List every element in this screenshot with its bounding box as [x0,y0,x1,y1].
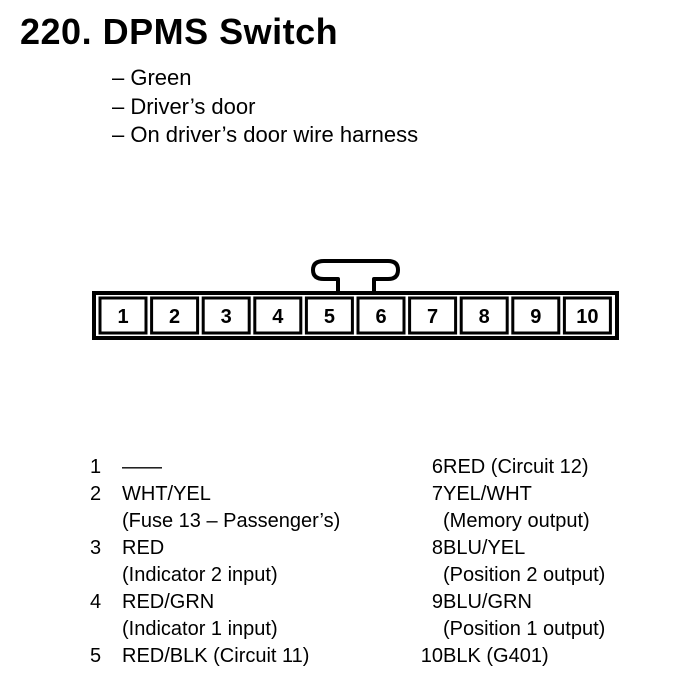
cavity-label: 1 [117,306,128,328]
connector-lock-tab [311,259,400,294]
pin-note: (Memory output) [443,510,590,532]
pin-entry-9: 9 BLU/GRN [410,589,605,616]
pin-entry-8: 8 BLU/YEL [410,535,605,562]
pin-wire: WHT/YEL [122,483,211,505]
pin-number: 5 [90,645,102,667]
cavity-2 [150,296,200,335]
pin-wire: —— [122,456,162,478]
pin-entry-3: 3 RED [90,535,340,562]
cavity-4 [253,296,303,335]
cavity-6 [356,296,406,335]
cavity-10 [562,296,612,335]
pin-number: 9 [431,591,443,613]
pin-wire: RED/BLK (Circuit 11) [122,645,310,667]
cavity-1 [98,296,148,335]
pin-list-left: 1 —— 2 WHT/YEL (Fuse 13 – Passenger’s) 3… [90,454,340,670]
cavity-label: 8 [479,306,490,328]
cavity-label: 6 [375,306,386,328]
pin-entry-1: 1 —— [90,454,340,481]
pin-entry-4: 4 RED/GRN [90,589,340,616]
pin-entry-7: 7 YEL/WHT [410,481,605,508]
pin-note: (Indicator 2 input) [122,564,278,586]
pin-number: 3 [90,537,102,559]
pin-number: 1 [90,456,102,478]
pin-wire: BLU/GRN [443,591,532,613]
pin-note: (Indicator 1 input) [122,618,278,640]
pin-wire: RED/GRN [122,591,215,613]
pin-note: (Position 2 output) [443,564,606,586]
pin-note: (Position 1 output) [443,618,606,640]
cavity-label: 3 [221,306,232,328]
cavity-3 [201,296,251,335]
pin-number: 4 [90,591,102,613]
pin-wire: RED [122,537,165,559]
cavity-7 [408,296,458,335]
cavity-label: 10 [576,306,598,328]
detail-harness: – On driver’s door wire harness [112,122,419,147]
pin-number: 2 [90,483,102,505]
component-name: DPMS Switch [102,11,339,52]
pin-list-right: 6 RED (Circuit 12) 7 YEL/WHT (Memory out… [410,454,606,670]
connector-cavities: 1 2 3 4 5 6 7 8 9 10 [98,296,612,335]
cavity-label: 2 [169,306,180,328]
component-details: – Green – Driver’s door – On driver’s do… [112,64,418,150]
pin-number: 6 [431,456,443,478]
cavity-label: 5 [324,306,335,328]
pin-wire: YEL/WHT [443,483,532,505]
pin-wire: BLU/YEL [443,537,526,559]
pin-number: 10 [420,645,443,667]
pin-wire: RED (Circuit 12) [443,456,589,478]
detail-color: – Green [112,65,192,90]
cavity-label: 9 [530,306,541,328]
cavity-5 [304,296,354,335]
cavity-9 [511,296,561,335]
cavity-label: 4 [272,306,284,328]
pin-entry-10: 10 BLK (G401) [410,643,605,670]
detail-location: – Driver’s door [112,93,256,119]
cavity-label: 7 [427,306,438,328]
pin-entry-5: 5 RED/BLK (Circuit 11) [90,643,340,670]
pin-note: (Fuse 13 – Passenger’s) [122,510,341,532]
connector-diagram: 1 2 3 4 5 6 7 8 9 10 [92,259,619,340]
pin-entry-6: 6 RED (Circuit 12) [410,454,605,481]
pin-entry-2: 2 WHT/YEL [90,481,340,508]
component-number: 220. [20,11,93,52]
pin-wire: BLK (G401) [443,645,549,667]
pin-number: 7 [431,483,443,505]
page-title: 220. DPMS Switch [20,10,338,54]
cavity-8 [459,296,509,335]
pin-number: 8 [431,537,443,559]
